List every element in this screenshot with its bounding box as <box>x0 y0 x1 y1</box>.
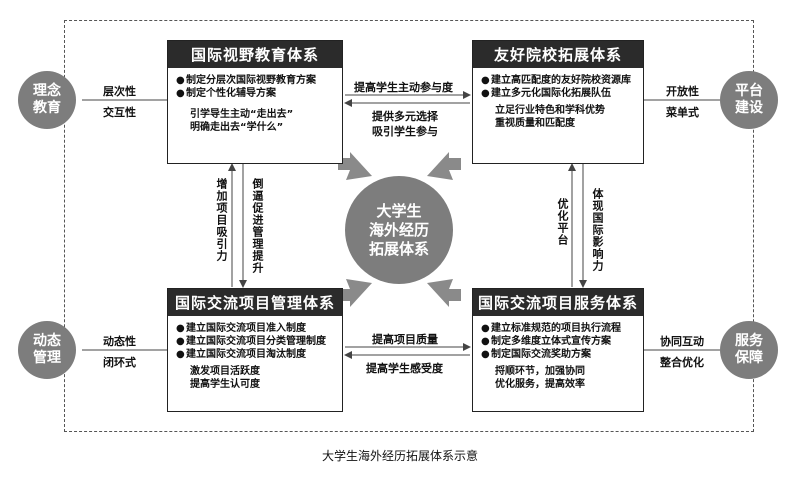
connector-label-left-down: 倒逼促进管理提升 <box>251 178 264 274</box>
bullet-text: 建立高匹配度的友好院校资源库 <box>491 75 631 86</box>
circle-line: 平台 <box>735 83 763 99</box>
connector-label-top-left: 吸引学生参与 <box>372 125 438 138</box>
connector-label-left-up: 增加项目吸引力 <box>215 178 228 262</box>
circle-line: 管理 <box>33 350 61 366</box>
side-label: 层次性 <box>103 85 136 98</box>
box-title: 国际交流项目服务体系 <box>473 289 643 316</box>
side-label: 交互性 <box>103 106 136 119</box>
side-label: 动态性 <box>103 335 136 348</box>
thick-arrow-top-right <box>427 152 461 180</box>
connector-label-bottom-left: 提高学生感受度 <box>366 362 443 375</box>
bullet-text: 制定个性化辅导方案 <box>186 88 276 99</box>
box-note: 明确走出去“学什么” <box>190 122 284 133</box>
circle-line: 动态 <box>33 333 61 349</box>
circle-line: 服务 <box>735 333 763 349</box>
center-line: 拓展体系 <box>368 239 429 258</box>
bullet-icon: ● <box>176 336 185 347</box>
dashed-frame <box>64 20 754 432</box>
connector-label-bottom-right: 提高项目质量 <box>372 333 438 346</box>
box-exchange-program-management: 国际交流项目管理体系 ●建立国际交流项目准入制度 ●建立国际交流项目分类管理制度… <box>167 288 343 412</box>
bullet-icon: ● <box>481 75 490 86</box>
bullet-text: 制定多维度立体式宣传方案 <box>491 336 611 347</box>
bullet-icon: ● <box>176 88 185 99</box>
box-exchange-program-service: 国际交流项目服务体系 ●建立标准规范的项目执行流程 ●制定多维度立体式宣传方案 … <box>472 288 644 412</box>
bullet-text: 建立标准规范的项目执行流程 <box>491 323 621 334</box>
bullet-text: 制定国际交流奖助方案 <box>491 349 591 360</box>
bullet-icon: ● <box>481 88 490 99</box>
box-title: 友好院校拓展体系 <box>473 41 643 68</box>
bullet-text: 建立国际交流项目准入制度 <box>186 323 306 334</box>
circle-line: 建设 <box>735 100 763 116</box>
side-label: 开放性 <box>666 85 699 98</box>
center-line: 大学生 <box>376 201 422 220</box>
circle-platform-construction: 平台 建设 <box>720 71 778 129</box>
circle-dynamic-management: 动态 管理 <box>18 321 76 379</box>
side-label: 菜单式 <box>666 106 699 119</box>
thick-arrow-top-left <box>338 152 372 180</box>
box-note: 重视质量和匹配度 <box>495 118 575 129</box>
side-label: 协同互动 <box>660 335 704 348</box>
circle-line: 保障 <box>735 350 763 366</box>
center-circle: 大学生 海外经历 拓展体系 <box>345 176 453 284</box>
bullet-text: 建立国际交流项目淘汰制度 <box>186 349 306 360</box>
side-label: 整合优化 <box>660 356 704 369</box>
bullet-text: 建立国际交流项目分类管理制度 <box>186 336 326 347</box>
box-note: 优化服务，提高效率 <box>495 379 585 390</box>
box-international-vision-education: 国际视野教育体系 ●制定分层次国际视野教育方案 ●制定个性化辅导方案 引学导生主… <box>167 40 343 164</box>
connector-label-right-up: 优化平台 <box>556 198 569 246</box>
bullet-icon: ● <box>176 75 185 86</box>
circle-concept-education: 理念 教育 <box>18 71 76 129</box>
box-title: 国际视野教育体系 <box>168 41 342 68</box>
bullet-text: 制定分层次国际视野教育方案 <box>186 75 316 86</box>
box-note: 立足行业特色和学科优势 <box>495 105 605 116</box>
circle-service-guarantee: 服务 保障 <box>720 321 778 379</box>
bullet-icon: ● <box>176 323 185 334</box>
circle-line: 教育 <box>33 100 61 116</box>
box-note: 引学导生主动“走出去” <box>190 109 294 120</box>
bullet-icon: ● <box>481 349 490 360</box>
circle-line: 理念 <box>33 83 61 99</box>
connector-label-top-left: 提供多元选择 <box>372 110 438 123</box>
box-note: 捋顺环节，加强协同 <box>495 366 585 377</box>
connector-label-top-right: 提高学生主动参与度 <box>354 81 453 94</box>
thick-arrow-bottom-right <box>427 279 461 307</box>
box-note: 提高学生认可度 <box>190 379 260 390</box>
thick-arrow-bottom-left <box>338 279 372 307</box>
bullet-icon: ● <box>176 349 185 360</box>
bullet-text: 建立多元化国际化拓展队伍 <box>491 88 611 99</box>
bullet-icon: ● <box>481 336 490 347</box>
side-label: 闭环式 <box>103 356 136 369</box>
box-note: 激发项目活跃度 <box>190 366 260 377</box>
center-line: 海外经历 <box>368 220 429 239</box>
bullet-icon: ● <box>481 323 490 334</box>
box-partner-institution-expansion: 友好院校拓展体系 ●建立高匹配度的友好院校资源库 ●建立多元化国际化拓展队伍 立… <box>472 40 644 164</box>
figure-caption: 大学生海外经历拓展体系示意 <box>321 449 478 463</box>
connector-label-right-down: 体现国际影响力 <box>591 188 604 272</box>
box-title: 国际交流项目管理体系 <box>168 289 342 316</box>
